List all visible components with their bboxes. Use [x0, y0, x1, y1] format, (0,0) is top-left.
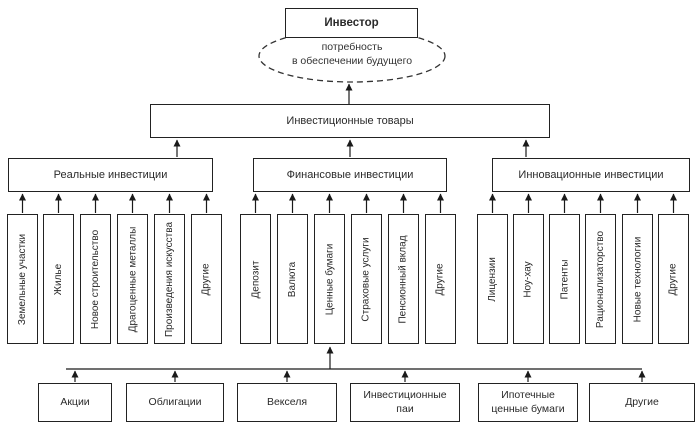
security-box: Облигации — [126, 383, 224, 422]
column-label: Ценные бумаги — [324, 243, 336, 315]
security-label: Акции — [60, 395, 90, 408]
column-label: Другие — [668, 262, 679, 296]
column-label: Лицензии — [487, 256, 499, 302]
security-label: Другие — [625, 395, 659, 408]
need-line-2: в обеспечении будущего — [291, 54, 413, 67]
column-label: Земельные участки — [17, 233, 28, 325]
column-box: Другие — [658, 214, 689, 344]
investor-label: Инвестор — [324, 17, 379, 29]
column-box: Другие — [191, 214, 222, 344]
column-box: Произведения искусства — [154, 214, 185, 344]
column-label: Новые технологии — [632, 236, 643, 322]
investment-goods-label: Инвестиционные товары — [286, 115, 414, 127]
column-label: Депозит — [250, 260, 262, 298]
column-box: Новое строительство — [80, 214, 111, 344]
column-box-securities: Ценные бумаги — [314, 214, 345, 344]
column-label: Валюта — [287, 261, 299, 297]
security-label: Облигации — [148, 395, 202, 408]
category-label: Инновационные инвестиции — [518, 169, 664, 181]
column-label: Новое строительство — [90, 229, 102, 329]
category-innovation-investments: Инновационные инвестиции — [492, 158, 690, 192]
column-label: Драгоценные металлы — [127, 226, 138, 332]
column-box: Пенсионный вклад — [388, 214, 419, 344]
column-label: Патенты — [559, 259, 571, 299]
category-label: Реальные инвестиции — [53, 169, 168, 181]
security-box: Акции — [38, 383, 112, 422]
security-box: Ипотечные ценные бумаги — [478, 383, 578, 422]
column-label: Рационализаторство — [595, 230, 607, 328]
column-box: Земельные участки — [7, 214, 38, 344]
column-box: Патенты — [549, 214, 580, 344]
category-real-investments: Реальные инвестиции — [8, 158, 213, 192]
investor-box: Инвестор — [285, 8, 418, 38]
column-label: Произведения искусства — [164, 221, 175, 337]
category-financial-investments: Финансовые инвестиции — [253, 158, 447, 192]
security-box: Инвестиционные паи — [350, 383, 460, 422]
column-box: Валюта — [277, 214, 308, 344]
column-label: Страховые услуги — [361, 236, 373, 322]
column-box: Новые технологии — [622, 214, 653, 344]
column-box: Депозит — [240, 214, 271, 344]
column-box: Рационализаторство — [585, 214, 616, 344]
column-box: Лицензии — [477, 214, 508, 344]
security-label: Ипотечные ценные бумаги — [491, 389, 565, 415]
security-label: Инвестиционные паи — [363, 389, 447, 415]
column-box: Другие — [425, 214, 456, 344]
column-box: Ноу-хау — [513, 214, 544, 344]
column-box: Жилье — [43, 214, 74, 344]
column-label: Ноу-хау — [523, 260, 534, 298]
need-line-1: потребность — [321, 41, 383, 53]
investment-goods-box: Инвестиционные товары — [150, 104, 550, 138]
connector-lines — [19, 83, 677, 382]
security-label: Векселя — [266, 395, 308, 408]
security-box: Векселя — [237, 383, 337, 422]
column-box: Драгоценные металлы — [117, 214, 148, 344]
need-label: потребность в обеспечении будущего — [259, 41, 445, 68]
security-box: Другие — [589, 383, 695, 422]
column-label: Другие — [201, 262, 212, 296]
category-label: Финансовые инвестиции — [286, 169, 414, 181]
column-label: Жилье — [53, 263, 64, 295]
column-label: Другие — [435, 262, 446, 296]
column-box: Страховые услуги — [351, 214, 382, 344]
column-label: Пенсионный вклад — [398, 234, 410, 324]
